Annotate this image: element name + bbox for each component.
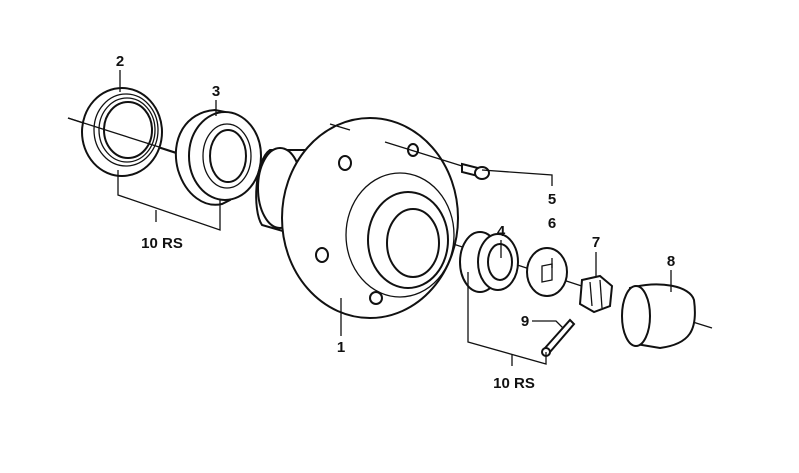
grease-cap-part-8[interactable] [621,283,696,350]
outer-bearing-part-4[interactable] [459,231,519,293]
cotter-pin-part-9[interactable] [541,318,576,357]
label-part-7: 7 [592,234,600,251]
label-kit-left: 10 RS [141,235,183,252]
label-part-3: 3 [212,83,220,100]
inner-bearing-part-3[interactable] [174,108,262,206]
label-part-5: 5 [548,191,556,208]
label-part-4: 4 [497,223,506,240]
castle-nut-part-7[interactable] [578,274,614,314]
label-part-2: 2 [116,53,124,70]
label-part-6: 6 [548,215,556,232]
label-part-1: 1 [337,339,345,356]
wheel-hub-part-1[interactable] [255,117,459,319]
wheel-bolt-part-5[interactable] [384,141,490,180]
label-part-8: 8 [667,253,675,270]
shaft-seal-part-2[interactable] [67,87,201,177]
leader-lines [117,70,672,366]
thrust-washer-part-6[interactable] [526,247,568,297]
label-part-9: 9 [521,313,529,330]
label-kit-right: 10 RS [493,375,535,392]
